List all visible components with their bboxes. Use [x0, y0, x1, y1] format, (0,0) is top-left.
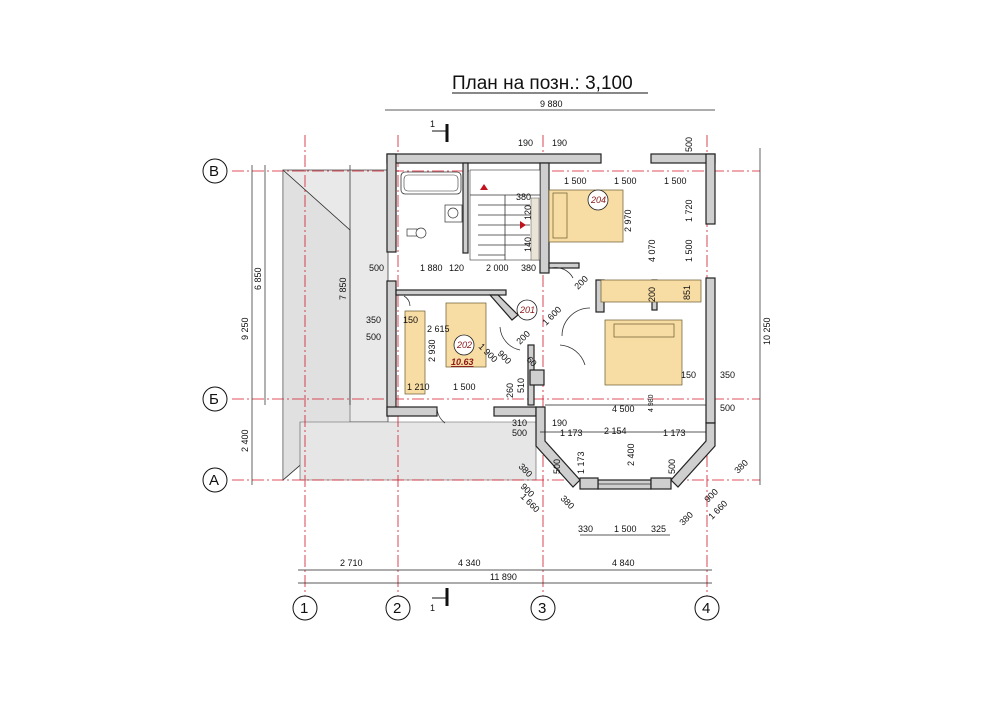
svg-text:1 500: 1 500 [684, 239, 694, 262]
svg-text:510: 510 [516, 378, 526, 393]
axis-label-a: А [209, 472, 219, 489]
svg-text:900: 900 [702, 487, 720, 505]
svg-text:500: 500 [720, 403, 735, 413]
room-number-202: 202 [456, 340, 472, 350]
svg-text:1 500: 1 500 [564, 176, 587, 186]
svg-text:500: 500 [552, 459, 562, 474]
axis-bubbles: 1 2 3 4 В Б А [202, 158, 720, 621]
svg-text:380: 380 [732, 458, 750, 476]
svg-text:2 970: 2 970 [623, 209, 633, 232]
dim-bottom-total: 11 890 [490, 572, 517, 582]
svg-text:350: 350 [720, 370, 735, 380]
svg-text:200: 200 [647, 287, 657, 302]
exterior-walls [386, 153, 716, 490]
svg-text:1: 1 [430, 119, 435, 129]
doors [403, 267, 591, 424]
dim-top-total: 9 880 [540, 99, 563, 109]
svg-text:4 500: 4 500 [612, 404, 635, 414]
svg-text:4 980: 4 980 [648, 394, 655, 412]
svg-text:500: 500 [684, 137, 694, 152]
room-tag-204 [587, 189, 609, 211]
axis-label-v: В [209, 163, 219, 180]
dim-bottom-2: 4 340 [458, 558, 481, 568]
dim-left-4: 2 400 [240, 429, 250, 452]
svg-text:350: 350 [366, 315, 381, 325]
roof-area [282, 169, 537, 481]
svg-text:330: 330 [578, 524, 593, 534]
svg-text:1 880: 1 880 [420, 263, 443, 273]
svg-text:1 173: 1 173 [663, 428, 686, 438]
svg-text:310: 310 [512, 418, 527, 428]
svg-text:380: 380 [516, 192, 531, 202]
svg-text:140: 140 [523, 237, 533, 252]
section-mark-bottom: 1 [430, 588, 449, 613]
svg-text:1 500: 1 500 [614, 524, 637, 534]
svg-text:260: 260 [505, 383, 515, 398]
svg-text:2 615: 2 615 [427, 324, 450, 334]
room-tags: 201 202 10.63 204 [451, 189, 609, 367]
room-number-201: 201 [519, 305, 535, 315]
dim-bottom-1: 2 710 [340, 558, 363, 568]
svg-text:325: 325 [651, 524, 666, 534]
svg-text:120: 120 [523, 205, 533, 220]
dim-left-2: 6 850 [253, 267, 263, 290]
svg-text:1 210: 1 210 [407, 382, 430, 392]
svg-text:1 500: 1 500 [614, 176, 637, 186]
dim-right-1: 10 250 [762, 317, 772, 345]
axis-label-b: Б [209, 391, 219, 408]
svg-text:1 500: 1 500 [453, 382, 476, 392]
axis-label-2: 2 [393, 600, 401, 617]
dim-left-3: 7 850 [338, 277, 348, 300]
svg-text:4 070: 4 070 [647, 239, 657, 262]
svg-text:1: 1 [430, 603, 435, 613]
dimension-labels: 9 880 2 710 4 340 4 840 11 890 9 250 6 8… [240, 99, 772, 582]
svg-text:851: 851 [682, 285, 692, 300]
svg-text:120: 120 [449, 263, 464, 273]
svg-text:200: 200 [514, 329, 532, 347]
svg-text:150: 150 [403, 315, 418, 325]
svg-text:1 500: 1 500 [664, 176, 687, 186]
svg-text:190: 190 [552, 138, 567, 148]
svg-text:380: 380 [677, 510, 695, 528]
svg-text:1 720: 1 720 [684, 199, 694, 222]
svg-text:1 173: 1 173 [560, 428, 583, 438]
svg-text:500: 500 [369, 263, 384, 273]
svg-text:900: 900 [496, 348, 514, 366]
plan-title: План на позн.: 3,100 [452, 73, 633, 94]
axis-label-1: 1 [300, 600, 308, 617]
bathroom-fixtures [400, 171, 463, 239]
dimension-lines [251, 109, 761, 584]
svg-text:2 930: 2 930 [427, 339, 437, 362]
section-mark-top: 1 [430, 119, 449, 142]
svg-text:190: 190 [518, 138, 533, 148]
room-area-202: 10.63 [451, 357, 474, 367]
stairs [469, 169, 541, 261]
svg-text:1 660: 1 660 [519, 491, 542, 514]
svg-text:500: 500 [366, 332, 381, 342]
svg-text:500: 500 [667, 459, 677, 474]
svg-text:380: 380 [559, 493, 577, 511]
svg-text:1 600: 1 600 [540, 304, 563, 327]
svg-text:1 173: 1 173 [576, 451, 586, 474]
svg-text:2 154: 2 154 [604, 426, 627, 436]
svg-text:60: 60 [525, 354, 539, 368]
svg-text:500: 500 [512, 428, 527, 438]
svg-text:2 000: 2 000 [486, 263, 509, 273]
svg-text:200: 200 [572, 274, 590, 292]
svg-text:380: 380 [521, 263, 536, 273]
room-number-204: 204 [590, 195, 606, 205]
svg-text:150: 150 [681, 370, 696, 380]
room-tag-202 [453, 334, 475, 356]
axis-label-3: 3 [538, 600, 546, 617]
axis-label-4: 4 [702, 600, 710, 617]
svg-text:190: 190 [552, 418, 567, 428]
dim-bottom-3: 4 840 [612, 558, 635, 568]
room-tag-201 [516, 299, 538, 321]
dim-left-1: 9 250 [240, 317, 250, 340]
svg-text:2 400: 2 400 [626, 443, 636, 466]
